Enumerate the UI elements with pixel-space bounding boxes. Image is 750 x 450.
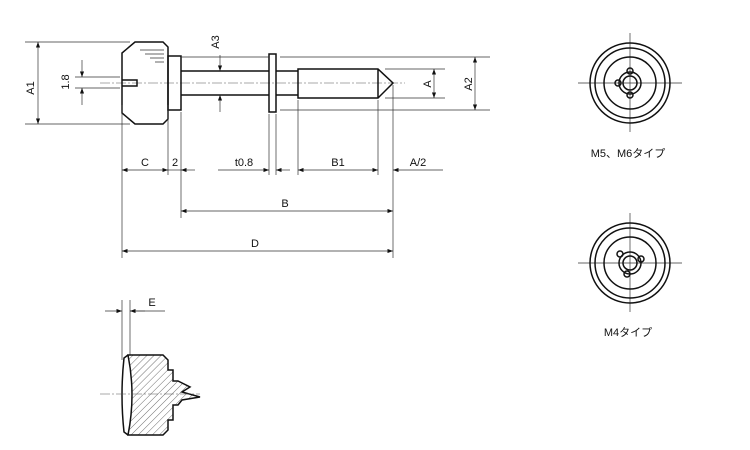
label-a3: A3 bbox=[210, 35, 222, 48]
label-b: B bbox=[281, 198, 288, 210]
label-half-a: A/2 bbox=[410, 157, 427, 169]
knurled-head bbox=[121, 41, 169, 125]
dimension-labels: A1 1.8 A3 A A2 C 2 t0.8 B1 A/2 B D E bbox=[25, 35, 475, 309]
label-e: E bbox=[148, 297, 155, 309]
label-a2: A2 bbox=[463, 77, 475, 90]
dimensions bbox=[25, 41, 490, 258]
screw-side-view bbox=[100, 41, 405, 125]
label-collar: 2 bbox=[172, 157, 178, 169]
head-section-detail bbox=[100, 300, 201, 436]
knurl-lines bbox=[140, 49, 164, 63]
label-a1: A1 bbox=[25, 81, 37, 94]
label-slot: 1.8 bbox=[60, 74, 72, 89]
label-a: A bbox=[422, 80, 434, 88]
label-m5-m6-type: M5、M6タイプ bbox=[591, 147, 666, 160]
label-b1: B1 bbox=[331, 157, 344, 169]
label-c: C bbox=[141, 157, 149, 169]
collar bbox=[167, 55, 182, 111]
label-d: D bbox=[251, 238, 259, 250]
shank bbox=[181, 70, 298, 96]
slot bbox=[122, 79, 138, 87]
label-m4-type: M4タイプ bbox=[604, 326, 652, 339]
thread bbox=[297, 68, 395, 99]
end-view-m5-m6 bbox=[578, 33, 682, 132]
label-washer: t0.8 bbox=[235, 157, 253, 169]
end-view-m4 bbox=[578, 213, 682, 312]
washer bbox=[268, 53, 277, 113]
